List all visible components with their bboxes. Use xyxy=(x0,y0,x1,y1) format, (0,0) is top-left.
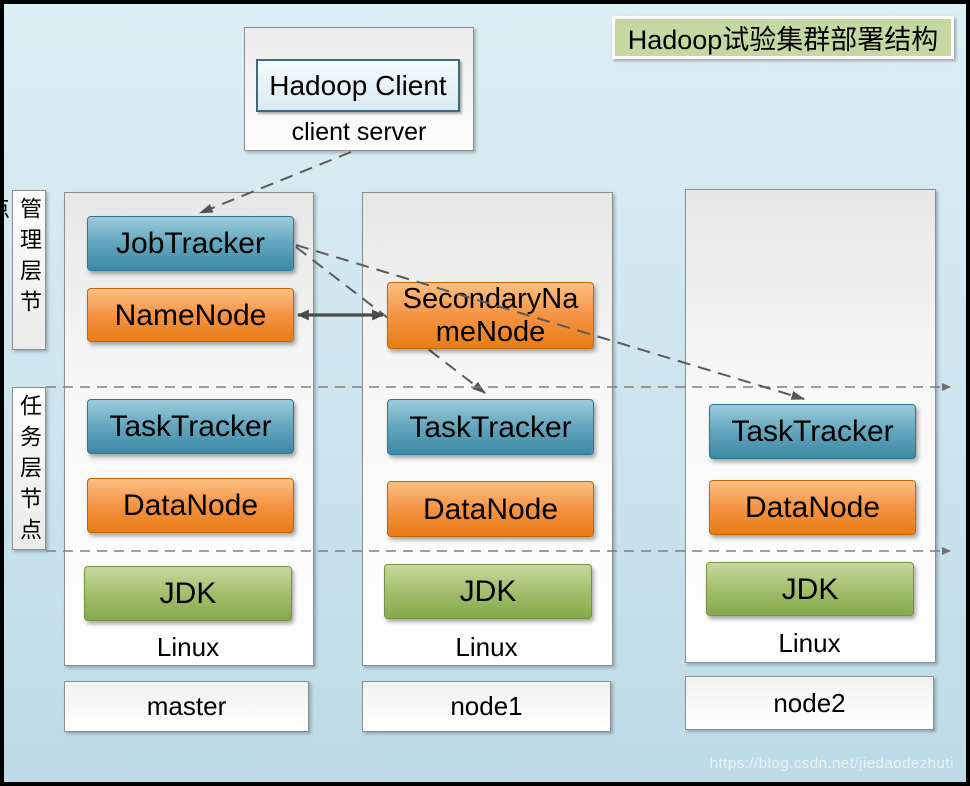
service-box-jdk-node1: JDK xyxy=(384,564,592,619)
service-box-jobtracker: JobTracker xyxy=(87,216,294,271)
service-box-datanode-node2: DataNode xyxy=(709,480,916,535)
service-box-secondarynamenode: SecondaryNameNode xyxy=(387,282,594,349)
os-label-node1: Linux xyxy=(455,632,518,662)
service-box-datanode-master: DataNode xyxy=(87,478,294,533)
os-label-node2: Linux xyxy=(778,628,841,658)
management-layer-label: 管理层节点 xyxy=(4,190,46,350)
diagram-title: Hadoop试验集群部署结构 xyxy=(612,16,954,59)
watermark-url: https://blog.csdn.net/jiedaodezhuti xyxy=(709,755,954,772)
service-box-tasktracker-master: TaskTracker xyxy=(87,399,294,454)
service-box-tasktracker-node1: TaskTracker xyxy=(387,399,594,455)
service-box-jdk-master: JDK xyxy=(84,566,292,621)
service-box-tasktracker-node2: TaskTracker xyxy=(709,404,916,459)
hostname-plate-master: master xyxy=(64,681,309,732)
service-box-namenode: NameNode xyxy=(87,288,294,342)
os-label-master: Linux xyxy=(156,632,220,662)
service-box-datanode-node1: DataNode xyxy=(387,481,594,537)
hadoop-client-box: Hadoop Client xyxy=(256,59,460,112)
hostname-plate-node1: node1 xyxy=(362,681,611,732)
hostname-plate-node2: node2 xyxy=(685,676,934,730)
client-server-label: client server xyxy=(291,118,427,146)
service-box-jdk-node2: JDK xyxy=(706,562,914,616)
task-layer-label: 任务层节点 xyxy=(12,387,46,550)
